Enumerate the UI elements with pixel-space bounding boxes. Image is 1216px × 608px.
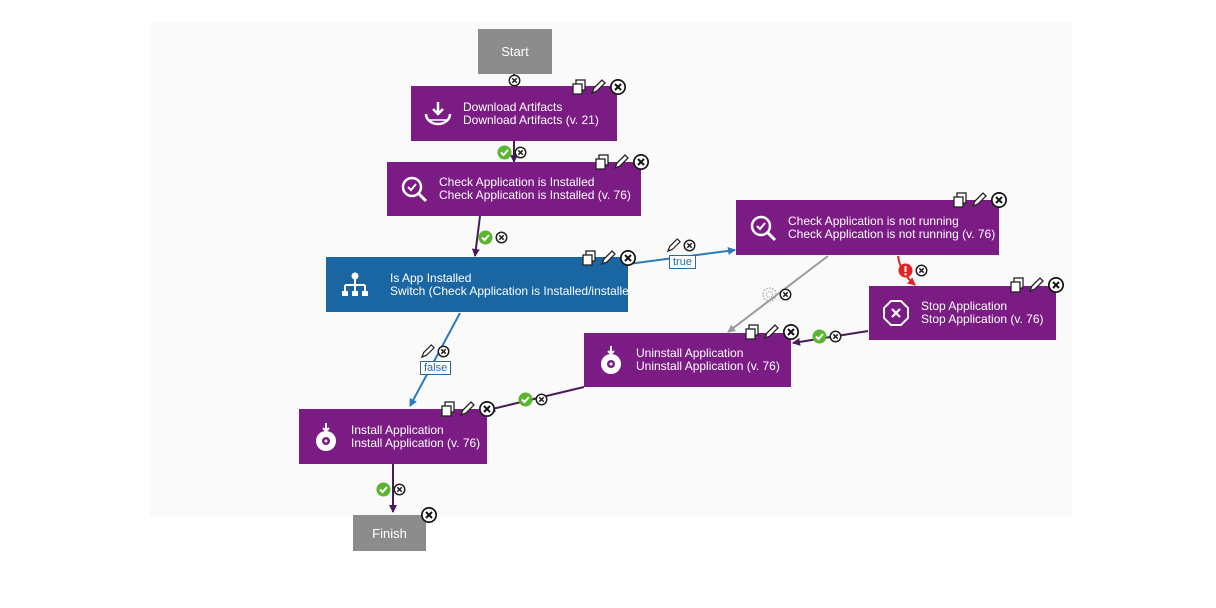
remove-connector-icon[interactable]: [508, 74, 521, 87]
uninstall-success-badge: [518, 392, 548, 407]
magnifier-check-icon: [401, 176, 428, 203]
check-installed-subtitle: Check Application is Installed (v. 76): [439, 188, 631, 202]
remove-connector-icon[interactable]: [437, 345, 450, 358]
copy-icon[interactable]: [744, 324, 760, 340]
stop-success-badge: [812, 329, 842, 344]
remove-connector-icon[interactable]: [915, 264, 928, 277]
not-running-any-badge: [762, 287, 792, 302]
true-branch-tools: [666, 238, 696, 253]
true-branch-label[interactable]: true: [669, 255, 696, 269]
success-check-icon[interactable]: [497, 145, 512, 160]
check-not-running-node[interactable]: Check Application is not running Check A…: [736, 200, 999, 255]
copy-icon[interactable]: [594, 154, 610, 170]
install-toolbar: [440, 400, 496, 418]
finish-node[interactable]: Finish: [353, 515, 426, 551]
false-branch-tools: [420, 344, 450, 359]
copy-icon[interactable]: [571, 79, 587, 95]
switch-toolbar: [581, 249, 637, 267]
success-check-icon[interactable]: [376, 482, 391, 497]
download-icon: [424, 101, 452, 125]
delete-icon[interactable]: [478, 400, 496, 418]
delete-icon[interactable]: [1047, 276, 1065, 294]
delete-icon[interactable]: [609, 78, 627, 96]
copy-icon[interactable]: [1009, 277, 1025, 293]
edit-pencil-icon[interactable]: [590, 79, 606, 95]
false-branch-label[interactable]: false: [420, 361, 452, 375]
error-exclamation-icon[interactable]: [898, 263, 913, 278]
uninstall-subtitle: Uninstall Application (v. 76): [636, 359, 780, 373]
uninstall-title: Uninstall Application: [636, 346, 744, 360]
start-connector-badge: [508, 74, 521, 87]
not-running-failure-badge: [898, 263, 928, 278]
switch-tree-icon: [342, 272, 368, 296]
edit-pencil-icon[interactable]: [613, 154, 629, 170]
delete-icon[interactable]: [619, 249, 637, 267]
any-outcome-icon[interactable]: [762, 287, 777, 302]
download-artifacts-node[interactable]: Download Artifacts Download Artifacts (v…: [411, 86, 617, 141]
remove-connector-icon[interactable]: [779, 288, 792, 301]
edit-pencil-icon[interactable]: [1028, 277, 1044, 293]
check-installed-node[interactable]: Check Application is Installed Check App…: [387, 162, 641, 216]
download-title: Download Artifacts: [463, 99, 563, 114]
check-installed-title: Check Application is Installed: [439, 175, 595, 189]
edit-pencil-icon[interactable]: [600, 250, 616, 266]
success-check-icon[interactable]: [812, 329, 827, 344]
delete-icon[interactable]: [782, 323, 800, 341]
uninstall-disc-icon: [601, 346, 621, 374]
switch-title: Is App Installed: [390, 270, 472, 285]
install-title: Install Application: [351, 422, 444, 437]
install-application-node[interactable]: Install Application Install Application …: [299, 409, 487, 464]
check-not-running-toolbar: [952, 191, 1008, 209]
uninstall-toolbar: [744, 323, 800, 341]
uninstall-application-node[interactable]: Uninstall Application Uninstall Applicat…: [584, 333, 791, 387]
stop-application-node[interactable]: Stop Application Stop Application (v. 76…: [869, 286, 1056, 340]
start-label: Start: [501, 44, 529, 59]
magnifier-check-icon: [750, 215, 777, 241]
check-not-running-subtitle: Check Application is not running (v. 76): [788, 226, 996, 241]
remove-connector-icon[interactable]: [683, 239, 696, 252]
remove-connector-icon[interactable]: [495, 231, 508, 244]
remove-connector-icon[interactable]: [829, 330, 842, 343]
remove-connector-icon[interactable]: [514, 146, 527, 159]
remove-connector-icon[interactable]: [393, 483, 406, 496]
finish-delete-icon[interactable]: [420, 506, 438, 524]
check-installed-toolbar: [594, 153, 650, 171]
download-subtitle: Download Artifacts (v. 21): [463, 112, 599, 127]
is-app-installed-node[interactable]: Is App Installed Switch (Check Applicati…: [326, 257, 628, 312]
copy-icon[interactable]: [440, 401, 456, 417]
edit-pencil-icon[interactable]: [459, 401, 475, 417]
stop-app-title: Stop Application: [921, 299, 1008, 313]
download-toolbar: [571, 78, 627, 96]
delete-icon[interactable]: [632, 153, 650, 171]
edit-pencil-icon[interactable]: [666, 238, 681, 253]
copy-icon[interactable]: [581, 250, 597, 266]
check-installed-success-badge: [478, 230, 508, 245]
download-success-badge: [497, 145, 527, 160]
finish-label: Finish: [372, 525, 407, 541]
stop-octagon-icon: [883, 300, 909, 326]
stop-app-subtitle: Stop Application (v. 76): [921, 312, 1044, 326]
install-disc-icon: [316, 422, 336, 451]
install-success-badge: [376, 482, 406, 497]
edit-pencil-icon[interactable]: [971, 192, 987, 208]
check-not-running-title: Check Application is not running: [788, 213, 959, 228]
copy-icon[interactable]: [952, 192, 968, 208]
success-check-icon[interactable]: [518, 392, 533, 407]
stop-app-toolbar: [1009, 276, 1065, 294]
install-subtitle: Install Application (v. 76): [351, 435, 481, 450]
start-node[interactable]: Start: [478, 29, 552, 74]
edit-pencil-icon[interactable]: [763, 324, 779, 340]
delete-icon[interactable]: [990, 191, 1008, 209]
success-check-icon[interactable]: [478, 230, 493, 245]
switch-subtitle: Switch (Check Application is Installed/i…: [390, 283, 628, 298]
remove-connector-icon[interactable]: [535, 393, 548, 406]
edit-pencil-icon[interactable]: [420, 344, 435, 359]
